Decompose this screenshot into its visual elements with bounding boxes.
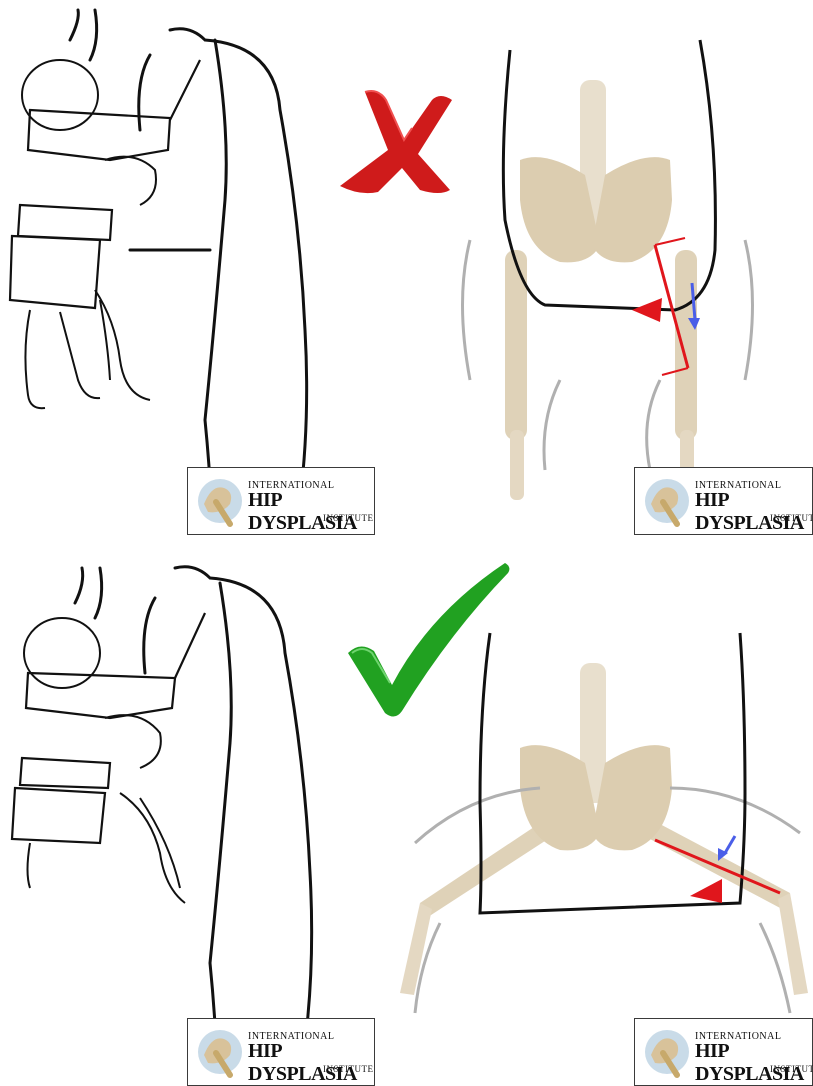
- logo-line3: INSTITUTE: [323, 513, 374, 523]
- logo-line2: HIP DYSPLASIA: [695, 1040, 812, 1086]
- hip-joint-logo-icon: [641, 1025, 693, 1079]
- logo-line2: HIP DYSPLASIA: [248, 489, 374, 535]
- blue-arrow-correct: [718, 836, 735, 861]
- correct-carrier-illustration: [0, 543, 813, 1086]
- logo-line2: HIP DYSPLASIA: [248, 1040, 374, 1086]
- ihdi-logo: INTERNATIONAL HIP DYSPLASIA INSTITUTE: [634, 1018, 813, 1086]
- ihdi-logo: INTERNATIONAL HIP DYSPLASIA INSTITUTE: [187, 467, 375, 535]
- correct-carrier-panel: INTERNATIONAL HIP DYSPLASIA INSTITUTE IN…: [0, 543, 813, 1086]
- logo-line3: INSTITUTE: [770, 513, 813, 523]
- logo-line3: INSTITUTE: [770, 1064, 813, 1074]
- hip-joint-logo-icon: [641, 474, 693, 528]
- parent-outline: [70, 10, 307, 520]
- incorrect-carrier-panel: INTERNATIONAL HIP DYSPLASIA INSTITUTE IN…: [0, 0, 813, 543]
- incorrect-carrier-illustration: [0, 0, 813, 543]
- red-x-icon: [340, 91, 452, 193]
- parent-outline: [75, 567, 312, 1063]
- ihdi-logo: INTERNATIONAL HIP DYSPLASIA INSTITUTE: [634, 467, 813, 535]
- hip-skeleton-correct: [400, 663, 808, 995]
- carrier-outline: [12, 613, 205, 843]
- logo-line2: HIP DYSPLASIA: [695, 489, 812, 535]
- baby-outline: [22, 60, 156, 408]
- ihdi-logo: INTERNATIONAL HIP DYSPLASIA INSTITUTE: [187, 1018, 375, 1086]
- hip-joint-logo-icon: [194, 474, 246, 528]
- green-check-icon: [348, 563, 509, 717]
- logo-line3: INSTITUTE: [323, 1064, 374, 1074]
- hip-joint-logo-icon: [194, 1025, 246, 1079]
- carrier-outline: [10, 60, 200, 308]
